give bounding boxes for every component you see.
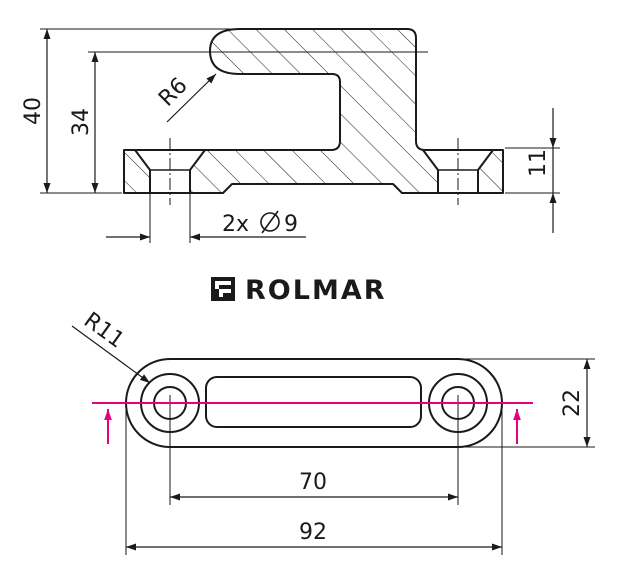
side-section-profile — [123, 28, 504, 194]
dim-holes-count: 2x — [222, 212, 249, 237]
rolmar-logo-icon — [211, 277, 235, 301]
dim-inner-radius: R6 — [154, 73, 192, 111]
side-view: 40 34 11 R6 2x 9 — [21, 28, 560, 243]
dim-overall-length: 92 — [299, 520, 327, 545]
leader-inner-radius — [166, 73, 217, 123]
top-view: R11 22 70 92 — [71, 308, 595, 555]
dim-hook-height: 34 — [69, 108, 94, 136]
dim-hole-diameter: 9 — [284, 212, 298, 237]
dim-end-radius: R11 — [79, 308, 129, 354]
brand-logo: ROLMAR — [211, 275, 387, 306]
brand-name: ROLMAR — [245, 275, 387, 306]
leader-end-radius — [71, 325, 151, 384]
diameter-symbol-icon — [260, 210, 280, 234]
dim-overall-height: 40 — [21, 97, 46, 125]
dim-width: 22 — [560, 389, 585, 417]
dim-hole-spacing: 70 — [299, 470, 327, 495]
dim-base-thickness: 11 — [526, 149, 551, 177]
